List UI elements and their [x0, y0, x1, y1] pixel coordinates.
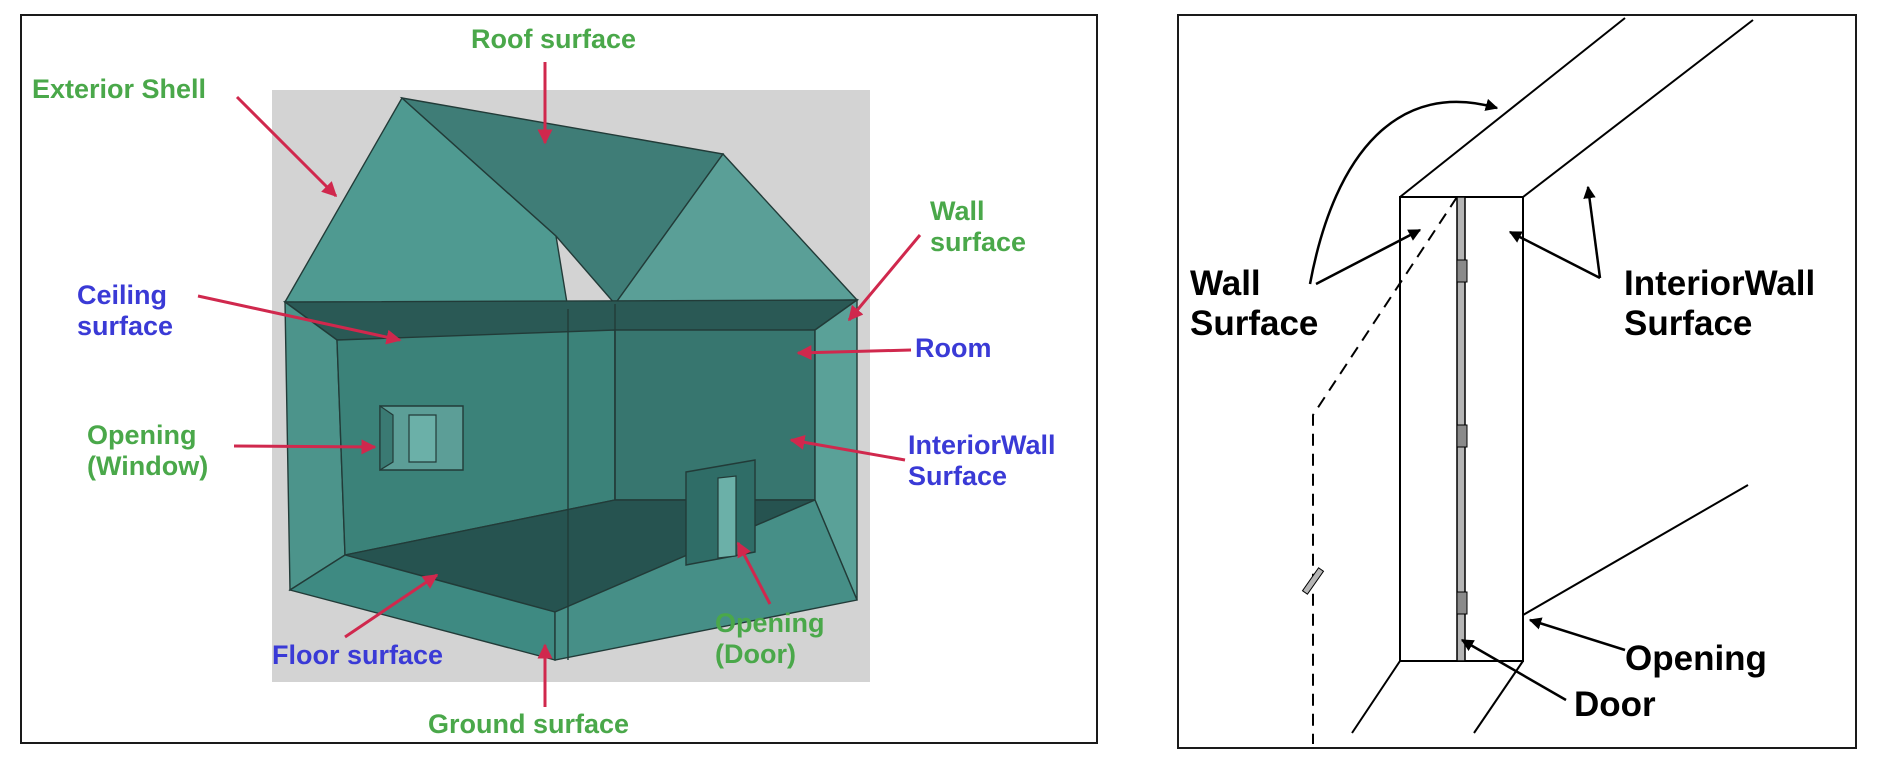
arrow-door: [1460, 638, 1567, 702]
arrow-exterior-shell: [235, 95, 338, 198]
arrow-interior-wall: [789, 434, 906, 462]
label-r-interior-wall: InteriorWall Surface: [1624, 264, 1815, 345]
arrow-opening: [1528, 617, 1626, 652]
label-ceiling-surface-line1: Ceiling: [77, 280, 168, 310]
arrow-door: [736, 541, 772, 605]
window-opening: [379, 404, 464, 472]
door-opening: [685, 459, 756, 566]
arrow-interiorwall-1: [1508, 230, 1601, 280]
label-room: Room: [915, 333, 992, 363]
label-r-opening: Opening: [1625, 639, 1767, 678]
label-r-interior-wall-line1: InteriorWall: [1624, 264, 1816, 303]
label-r-interior-wall-line2: Surface: [1624, 304, 1753, 344]
label-r-door: Door: [1574, 685, 1656, 724]
label-opening-door-line2: (Door): [715, 639, 796, 670]
arrow-room: [796, 345, 912, 361]
label-roof-surface: Roof surface: [471, 24, 637, 54]
arrow-wall-surface-curve: [1308, 98, 1499, 285]
label-r-wall-surface-line1: Wall: [1190, 264, 1261, 303]
label-interior-wall-line2: Surface: [908, 461, 1008, 492]
house-model: [282, 96, 860, 661]
label-exterior-shell: Exterior Shell: [32, 74, 207, 104]
label-interior-wall-line1: InteriorWall: [908, 430, 1056, 460]
right-diagram-panel: [1177, 14, 1857, 749]
label-floor-surface: Floor surface: [272, 640, 444, 670]
door-swing-path: [1312, 196, 1458, 744]
label-ceiling-surface: Ceiling surface: [77, 280, 173, 342]
arrow-wall-surface-straight: [1315, 228, 1422, 286]
right-diagram-arrows: [1308, 98, 1626, 702]
label-opening-door: Opening (Door): [715, 608, 825, 670]
label-ceiling-surface-line2: surface: [77, 311, 174, 342]
label-opening-door-line1: Opening: [715, 608, 825, 638]
label-opening-window: Opening (Window): [87, 420, 208, 482]
arrow-interiorwall-2: [1583, 185, 1602, 279]
label-wall-surface-line2: surface: [930, 227, 1027, 258]
left-diagram-arrows: [197, 62, 922, 707]
label-ground-surface: Ground surface: [428, 709, 630, 739]
label-r-wall-surface-line2: Surface: [1190, 304, 1319, 344]
arrow-wall-surface: [847, 234, 922, 322]
wall-section-drawing: [1301, 17, 1754, 744]
label-opening-window-line2: (Window): [87, 451, 209, 482]
label-r-wall-surface: Wall Surface: [1190, 264, 1318, 345]
label-interior-wall: InteriorWall Surface: [908, 430, 1056, 492]
arrow-floor: [344, 573, 439, 639]
label-wall-surface: Wall surface: [930, 196, 1026, 258]
arrow-window: [233, 439, 377, 455]
arrow-ceiling: [197, 294, 402, 345]
label-opening-window-line1: Opening: [87, 420, 197, 450]
label-wall-surface-line1: Wall: [930, 196, 985, 226]
